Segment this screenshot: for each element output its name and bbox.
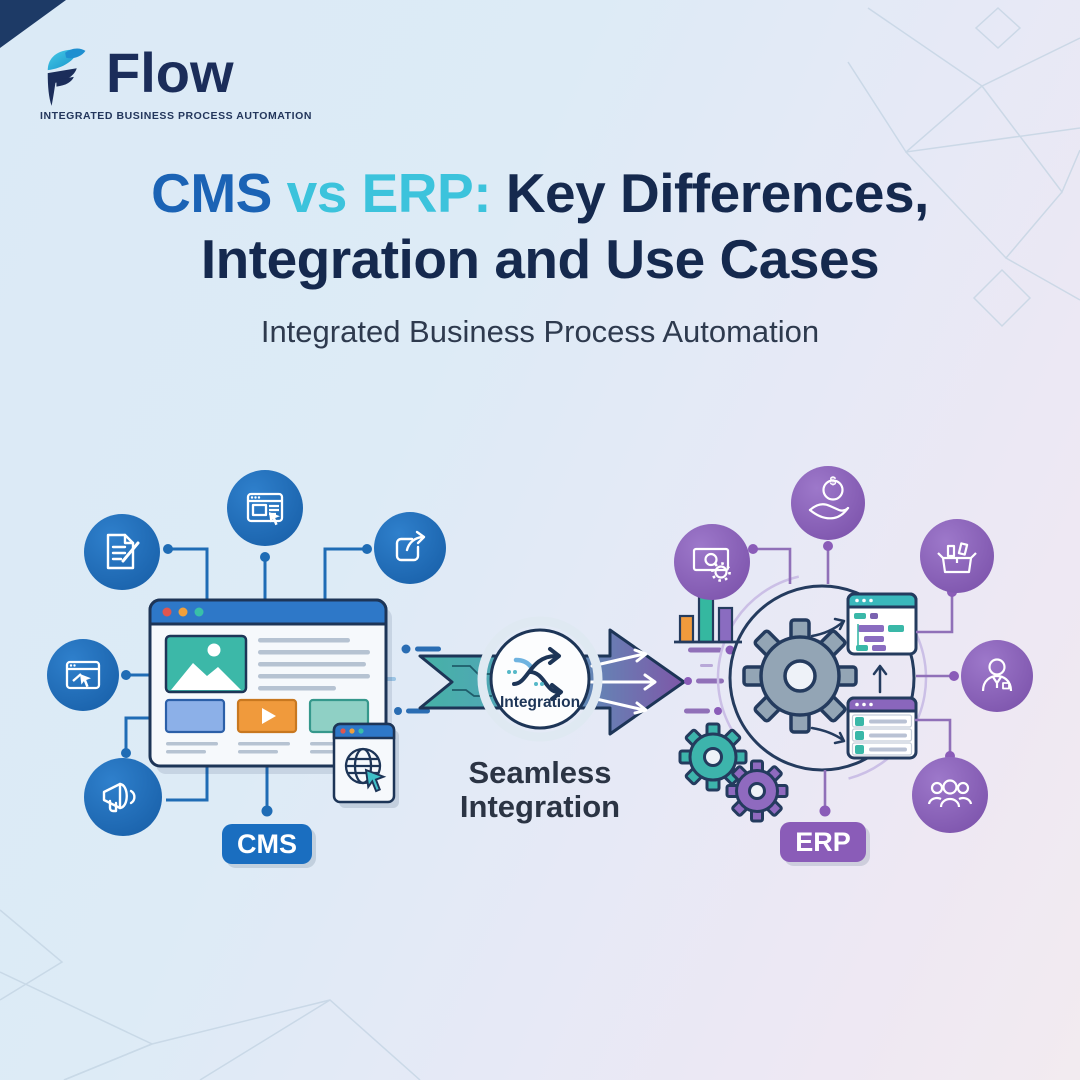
- title-rest: Key Differences,: [505, 162, 930, 224]
- caption-line1: Seamless: [468, 755, 612, 790]
- billing-gear-icon: [674, 524, 750, 600]
- background-mesh: [0, 6, 1080, 1080]
- cms-badge-label: CMS: [237, 829, 297, 859]
- window-dots: [162, 607, 204, 617]
- seamless-integration-caption: Seamless Integration: [380, 755, 700, 825]
- megaphone-icon: [84, 758, 162, 836]
- page-title: CMS vs ERP: Key Differences, Integration…: [0, 160, 1080, 292]
- caption-line2: Integration: [459, 789, 621, 825]
- employee-icon: [961, 640, 1033, 712]
- flow-logo-icon: [47, 48, 86, 106]
- logo-tagline: INTEGRATED BUSINESS PROCESS AUTOMATION: [40, 110, 312, 122]
- cms-connector-dots: [121, 544, 372, 817]
- cms-badge: CMS: [222, 824, 316, 868]
- text-lines: [258, 638, 370, 691]
- hub-ring: [477, 616, 603, 742]
- erp-task-panel: [846, 592, 918, 656]
- erp-cluster: $: [674, 466, 1033, 866]
- dollar-sign: $: [830, 474, 837, 488]
- cms-cluster: CMS: [47, 470, 446, 868]
- globe-browser-icon: [332, 722, 399, 808]
- title-cms: CMS: [151, 162, 272, 224]
- hub-label: Integration: [500, 694, 580, 711]
- webpage-cursor-icon: [227, 470, 303, 546]
- erp-badge-label: ERP: [795, 827, 851, 857]
- erp-inner-ring: [728, 584, 916, 772]
- erp-connectors: [756, 547, 954, 808]
- content-edit-icon: [84, 514, 160, 590]
- website-window-icon: [47, 639, 119, 711]
- gears-icon: [678, 618, 858, 823]
- team-icon: [912, 757, 988, 833]
- image-placeholder: [164, 634, 248, 694]
- cms-connectors: [124, 547, 364, 808]
- page-subtitle: Integrated Business Process Automation: [260, 314, 820, 349]
- erp-badge: ERP: [780, 822, 870, 866]
- corner-triangle: [0, 0, 66, 48]
- shuffle-icon: [507, 647, 563, 701]
- title-vs-erp: vs ERP:: [271, 162, 506, 224]
- erp-list-panel: [846, 696, 918, 760]
- hand-coin-icon: $: [791, 466, 865, 540]
- logo-wordmark: Flow: [106, 41, 234, 104]
- bar-chart-icon: [674, 592, 742, 644]
- inventory-box-icon: [920, 519, 994, 593]
- title-line2: Integration and Use Cases: [200, 228, 880, 290]
- process-arrows: [810, 617, 888, 745]
- logo: Flow INTEGRATED BUSINESS PROCESS AUTOMAT…: [40, 41, 380, 123]
- share-icon: [374, 512, 446, 584]
